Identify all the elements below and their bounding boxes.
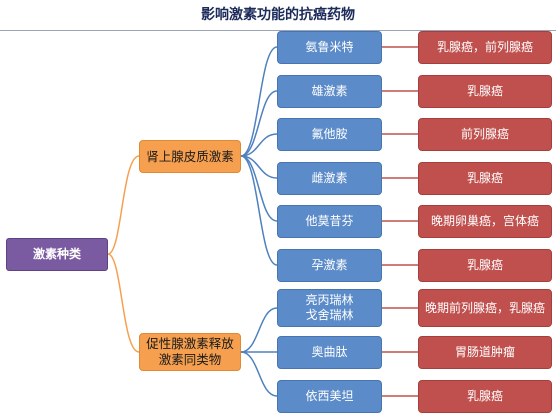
indication-node-6: 乳腺癌 <box>418 249 552 282</box>
indication-node-1: 乳腺癌，前列腺癌 <box>418 31 552 64</box>
title-divider <box>0 30 556 31</box>
category-node-gnrh-analog: 促性腺激素释放激素同类物 <box>139 333 241 371</box>
connector-cat1-drug-6 <box>240 155 278 266</box>
indication-node-7: 晚期前列腺癌，乳腺癌 <box>418 289 552 327</box>
connector-cat1-drug-3 <box>240 133 278 157</box>
indication-node-3: 前列腺癌 <box>418 118 552 151</box>
category-node-adrenocortical-hormone: 肾上腺皮质激素 <box>139 140 241 173</box>
drug-node-aminoglutethimide: 氨鲁米特 <box>277 31 382 64</box>
drug-node-progestogen: 孕激素 <box>277 249 382 282</box>
drug-node-estrogen: 雌激素 <box>277 162 382 195</box>
connector-cat2-drug-9 <box>240 351 278 397</box>
indication-node-2: 乳腺癌 <box>418 75 552 108</box>
indication-node-4: 乳腺癌 <box>418 162 552 195</box>
drug-node-androgen: 雄激素 <box>277 75 382 108</box>
indication-node-8: 胃肠道肿瘤 <box>418 336 552 369</box>
connector-cat1-drug-5 <box>240 155 278 222</box>
connector-root-to-category-2 <box>107 253 140 353</box>
root-node-hormone-types: 激素种类 <box>6 238 108 271</box>
drug-node-flutamide: 氟他胺 <box>277 118 382 151</box>
page-title: 影响激素功能的抗癌药物 <box>201 7 355 23</box>
connector-cat1-drug-1 <box>240 46 278 157</box>
drug-node-tamoxifen: 他莫昔芬 <box>277 205 382 238</box>
connector-cat1-drug-2 <box>240 90 278 157</box>
drug-node-leuprorelin-goserelin: 亮丙瑞林 戈舍瑞林 <box>277 289 382 327</box>
connector-root-to-category-1 <box>107 155 140 255</box>
drug-node-octreotide: 奥曲肽 <box>277 336 382 369</box>
drug-node-exemestane: 依西美坦 <box>277 380 382 413</box>
indication-node-9: 乳腺癌 <box>418 380 552 413</box>
connector-cat2-drug-7 <box>240 307 278 353</box>
indication-node-5: 晚期卵巢癌，宫体癌 <box>418 205 552 238</box>
